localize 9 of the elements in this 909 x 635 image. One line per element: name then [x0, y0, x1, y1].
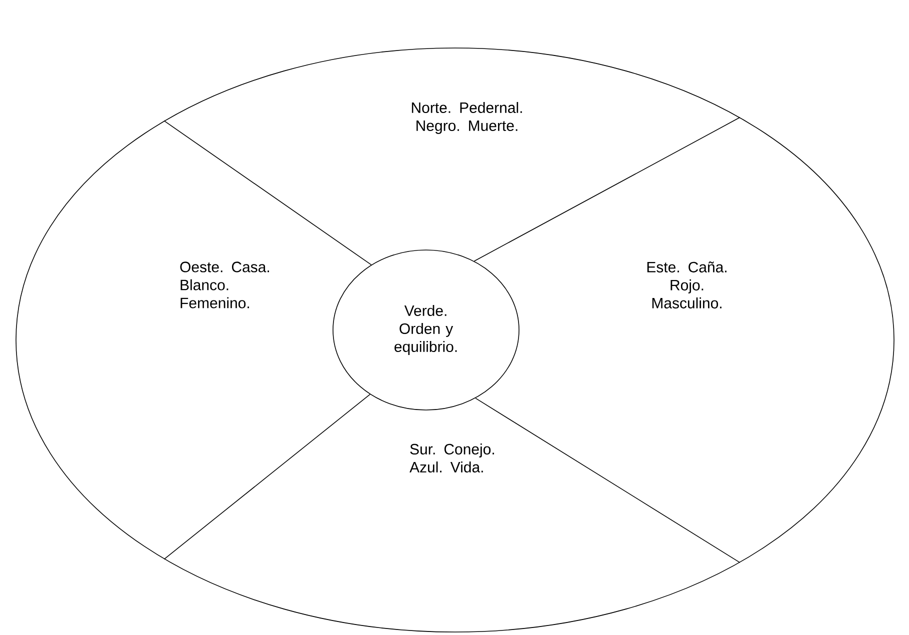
outer-ellipse: [16, 48, 894, 632]
sector-label: Este. Caña. Rojo. Masculino.: [647, 262, 726, 308]
divider-line: [164, 394, 370, 560]
divider-line: [164, 120, 372, 266]
sector-label: Oeste. Casa. Blanco. Femenino.: [180, 262, 269, 308]
divider-line: [475, 398, 740, 563]
divider-line: [474, 117, 740, 262]
sector-label: Sur. Conejo. Azul. Vida.: [410, 444, 494, 472]
sector-label: Norte. Pedernal. Negro. Muerte.: [412, 102, 522, 134]
